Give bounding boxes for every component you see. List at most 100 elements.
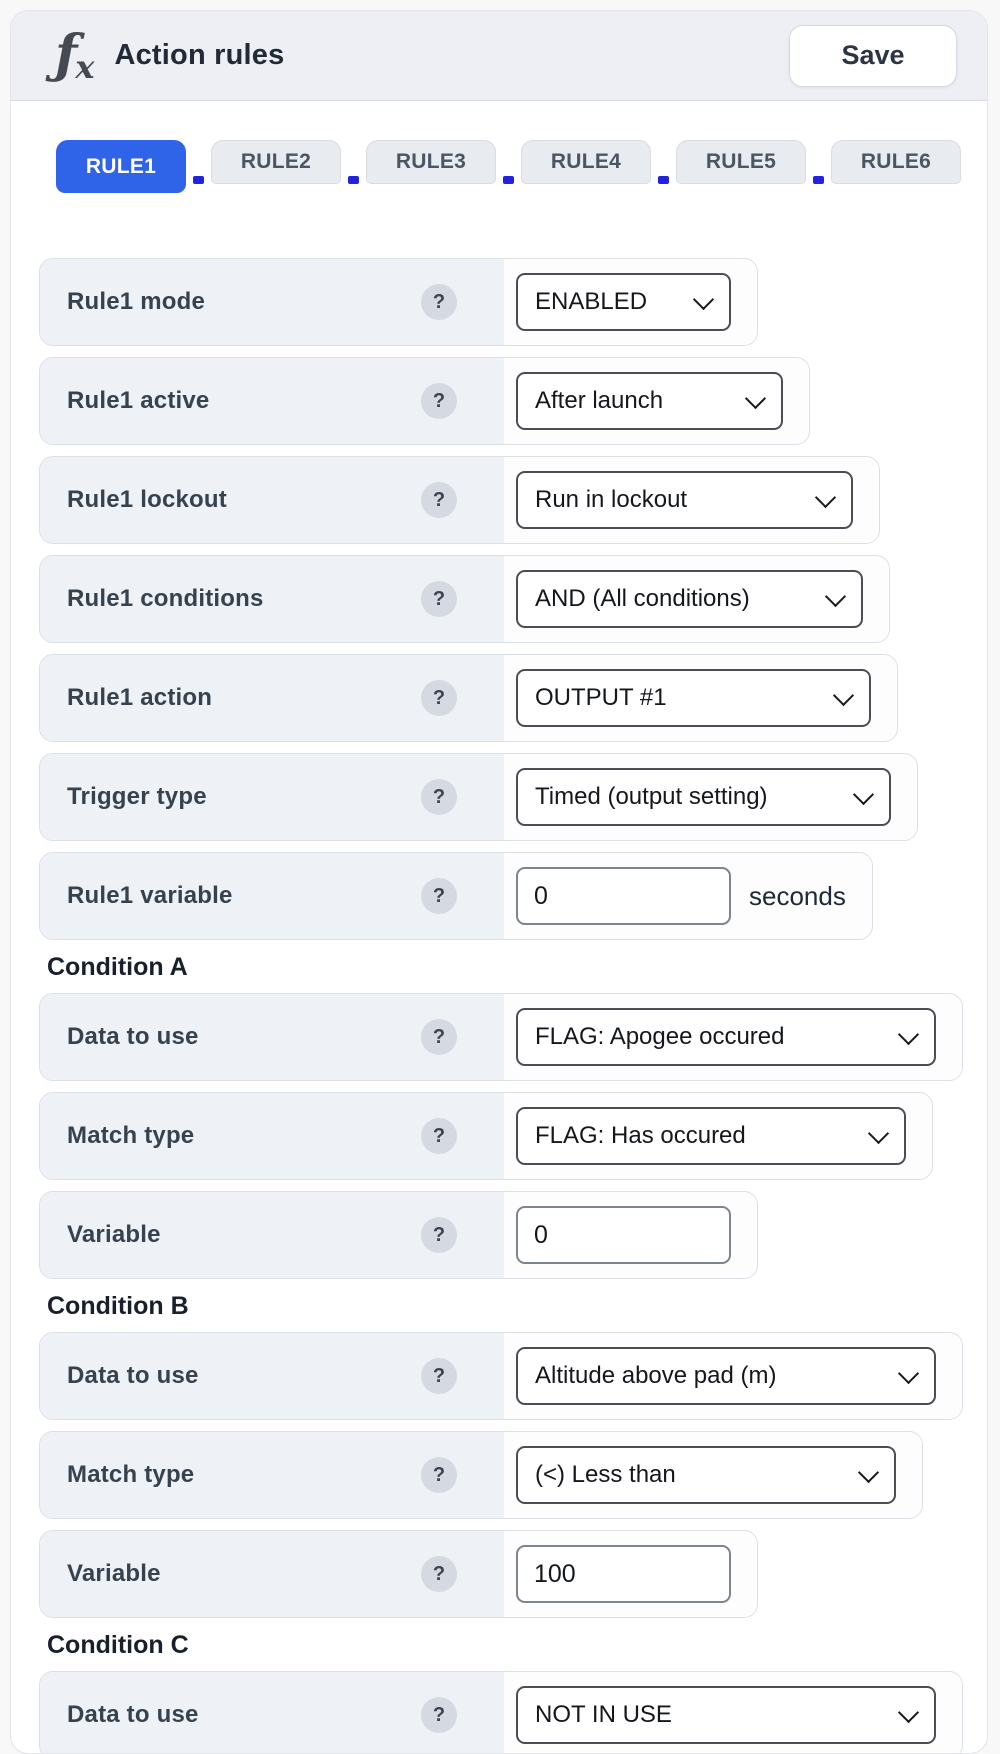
fx-icon-x: x (75, 47, 95, 86)
fx-icon-f: ƒ (55, 23, 78, 85)
rule1-active-select[interactable]: After launch (516, 372, 783, 430)
help-icon[interactable]: ? (421, 779, 457, 815)
help-icon[interactable]: ? (421, 1697, 457, 1733)
chevron-down-icon (897, 1701, 920, 1723)
rule1-mode-select[interactable]: ENABLED (516, 273, 731, 331)
condition-a-match-type-label: Match type (67, 1122, 195, 1149)
help-icon[interactable]: ? (421, 284, 457, 320)
rule1-lockout-label: Rule1 lockout (67, 486, 227, 513)
row-label-cell: Rule1 lockout? (40, 457, 504, 543)
help-icon[interactable]: ? (421, 1556, 457, 1592)
section-heading: Condition C (47, 1631, 189, 1659)
row-label-cell: Variable? (40, 1192, 504, 1278)
condition-b-data-to-use-selected-value: Altitude above pad (m) (535, 1362, 777, 1389)
tab-rule2[interactable]: RULE2 (211, 140, 341, 184)
tab-rule5[interactable]: RULE5 (676, 140, 806, 184)
row-label-cell: Data to use? (40, 1672, 504, 1753)
section-heading: Condition B (47, 1292, 189, 1320)
rule1-lockout-select[interactable]: Run in lockout (516, 471, 853, 529)
condition-b-data-to-use-select[interactable]: Altitude above pad (m) (516, 1347, 936, 1405)
row-control-cell: OUTPUT #1 (504, 655, 897, 741)
tab-rule3[interactable]: RULE3 (366, 140, 496, 184)
help-icon[interactable]: ? (421, 1217, 457, 1253)
help-icon[interactable]: ? (421, 482, 457, 518)
tab-rule4[interactable]: RULE4 (521, 140, 651, 184)
row-control-cell: FLAG: Has occured (504, 1093, 932, 1179)
chevron-down-icon (857, 1461, 880, 1483)
chevron-down-icon (692, 288, 715, 310)
row-control-cell (504, 1531, 757, 1617)
form-row-condition-a-data-to-use: Data to use?FLAG: Apogee occured (39, 993, 963, 1081)
rule1-active-label: Rule1 active (67, 387, 210, 414)
rule1-conditions-select[interactable]: AND (All conditions) (516, 570, 863, 628)
condition-b-match-type-select[interactable]: (<) Less than (516, 1446, 896, 1504)
row-control-cell: Timed (output setting) (504, 754, 917, 840)
row-label-cell: Variable? (40, 1531, 504, 1617)
rule1-variable-unit-label: seconds (749, 880, 846, 911)
condition-b-data-to-use-label: Data to use (67, 1362, 199, 1389)
form-row-trigger-type: Trigger type? Timed (output setting) (39, 753, 918, 841)
rule1-mode-label: Rule1 mode (67, 288, 206, 315)
row-label-cell: Trigger type? (40, 754, 504, 840)
row-label-cell: Match type? (40, 1093, 504, 1179)
condition-a-variable-label: Variable (67, 1221, 161, 1248)
rule1-active-selected-value: After launch (535, 387, 664, 414)
row-label-cell: Rule1 active? (40, 358, 504, 444)
help-icon[interactable]: ? (421, 581, 457, 617)
trigger-type-selected-value: Timed (output setting) (535, 783, 768, 810)
tab-rule6[interactable]: RULE6 (831, 140, 961, 184)
trigger-type-label: Trigger type (67, 783, 207, 810)
help-icon[interactable]: ? (421, 878, 457, 914)
row-control-cell (504, 1192, 757, 1278)
tab-separator-dash (813, 176, 824, 184)
tab-separator-dash (193, 176, 204, 184)
form-row-rule1-lockout: Rule1 lockout? Run in lockout (39, 456, 880, 544)
row-control-cell: ENABLED (504, 259, 757, 345)
help-icon[interactable]: ? (421, 1118, 457, 1154)
row-control-cell: NOT IN USE (504, 1672, 962, 1753)
tab-bar: RULE1 RULE2 RULE3 RULE4 RULE5 RULE6 (56, 140, 987, 193)
form-row-condition-a-match-type: Match type? FLAG: Has occured (39, 1092, 933, 1180)
condition-b-variable-input[interactable] (516, 1545, 731, 1603)
condition-a-match-type-selected-value: FLAG: Has occured (535, 1122, 746, 1149)
rule1-variable-input[interactable] (516, 867, 731, 925)
rule1-action-label: Rule1 action (67, 684, 213, 711)
tab-rule1[interactable]: RULE1 (56, 140, 186, 193)
chevron-down-icon (867, 1122, 890, 1144)
rule1-lockout-selected-value: Run in lockout (535, 486, 688, 513)
condition-a-variable-input[interactable] (516, 1206, 731, 1264)
help-icon[interactable]: ? (421, 1019, 457, 1055)
row-control-cell: FLAG: Apogee occured (504, 994, 962, 1080)
help-icon[interactable]: ? (421, 680, 457, 716)
help-icon[interactable]: ? (421, 383, 457, 419)
row-control-cell: Altitude above pad (m) (504, 1333, 962, 1419)
chevron-down-icon (852, 783, 875, 805)
chevron-down-icon (897, 1023, 920, 1045)
save-button[interactable]: Save (789, 24, 957, 87)
page-title: Action rules (114, 39, 285, 71)
trigger-type-select[interactable]: Timed (output setting) (516, 768, 891, 826)
condition-c-data-to-use-selected-value: NOT IN USE (535, 1701, 672, 1728)
rule1-action-select[interactable]: OUTPUT #1 (516, 669, 871, 727)
condition-b-variable-label: Variable (67, 1560, 161, 1587)
form-row-rule1-active: Rule1 active? After launch (39, 357, 810, 445)
form-row-rule1-action: Rule1 action? OUTPUT #1 (39, 654, 898, 742)
form-row-rule1-conditions: Rule1 conditions?AND (All conditions) (39, 555, 890, 643)
condition-a-data-to-use-selected-value: FLAG: Apogee occured (535, 1023, 785, 1050)
form-row-condition-a-variable: Variable? (39, 1191, 758, 1279)
row-label-cell: Match type? (40, 1432, 504, 1518)
condition-a-match-type-select[interactable]: FLAG: Has occured (516, 1107, 906, 1165)
panel-header: ƒ x Action rules Save (11, 11, 987, 101)
row-label-cell: Rule1 variable? (40, 853, 504, 939)
rule1-action-selected-value: OUTPUT #1 (535, 684, 667, 711)
help-icon[interactable]: ? (421, 1358, 457, 1394)
fx-icon: ƒ x (55, 23, 95, 86)
rule1-conditions-selected-value: AND (All conditions) (535, 585, 750, 612)
condition-a-data-to-use-select[interactable]: FLAG: Apogee occured (516, 1008, 936, 1066)
row-control-cell: Run in lockout (504, 457, 879, 543)
row-control-cell: seconds (504, 853, 872, 939)
chevron-down-icon (824, 585, 847, 607)
condition-c-data-to-use-select[interactable]: NOT IN USE (516, 1686, 936, 1744)
help-icon[interactable]: ? (421, 1457, 457, 1493)
